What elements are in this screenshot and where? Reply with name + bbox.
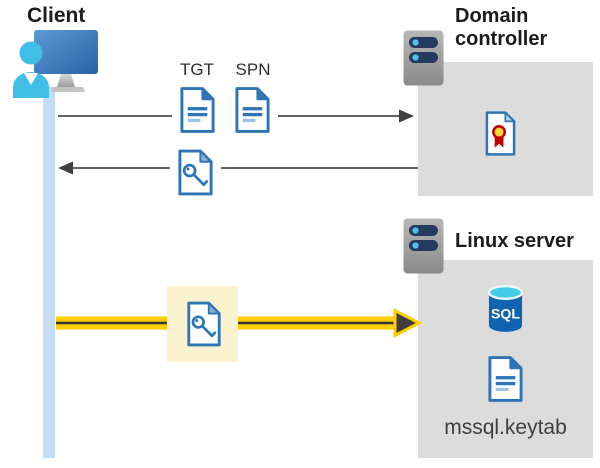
sql-icon-label: SQL [491, 306, 520, 322]
client-title: Client [27, 4, 86, 27]
ticket-key-document-icon [178, 149, 213, 196]
spn-document-icon [235, 87, 270, 133]
ticket-response-arrow [58, 161, 418, 175]
certificate-icon [485, 111, 516, 156]
service-ticket-key-icon [187, 301, 221, 347]
tgt-label: TGT [180, 60, 214, 79]
spn-label: SPN [235, 60, 271, 79]
keytab-filename-label: mssql.keytab [444, 416, 567, 439]
linux-server-title: Linux server [455, 230, 574, 252]
client-computer-icon [13, 30, 98, 98]
tgt-document-icon [180, 87, 215, 133]
sql-database-icon: SQL [487, 284, 524, 332]
client-lifeline [43, 87, 55, 458]
domain-controller-server-icon [403, 30, 444, 86]
keytab-document-icon [488, 356, 523, 402]
linux-server-icon [403, 218, 444, 274]
person-icon [13, 41, 49, 98]
domain-controller-title: Domain controller [455, 5, 548, 50]
